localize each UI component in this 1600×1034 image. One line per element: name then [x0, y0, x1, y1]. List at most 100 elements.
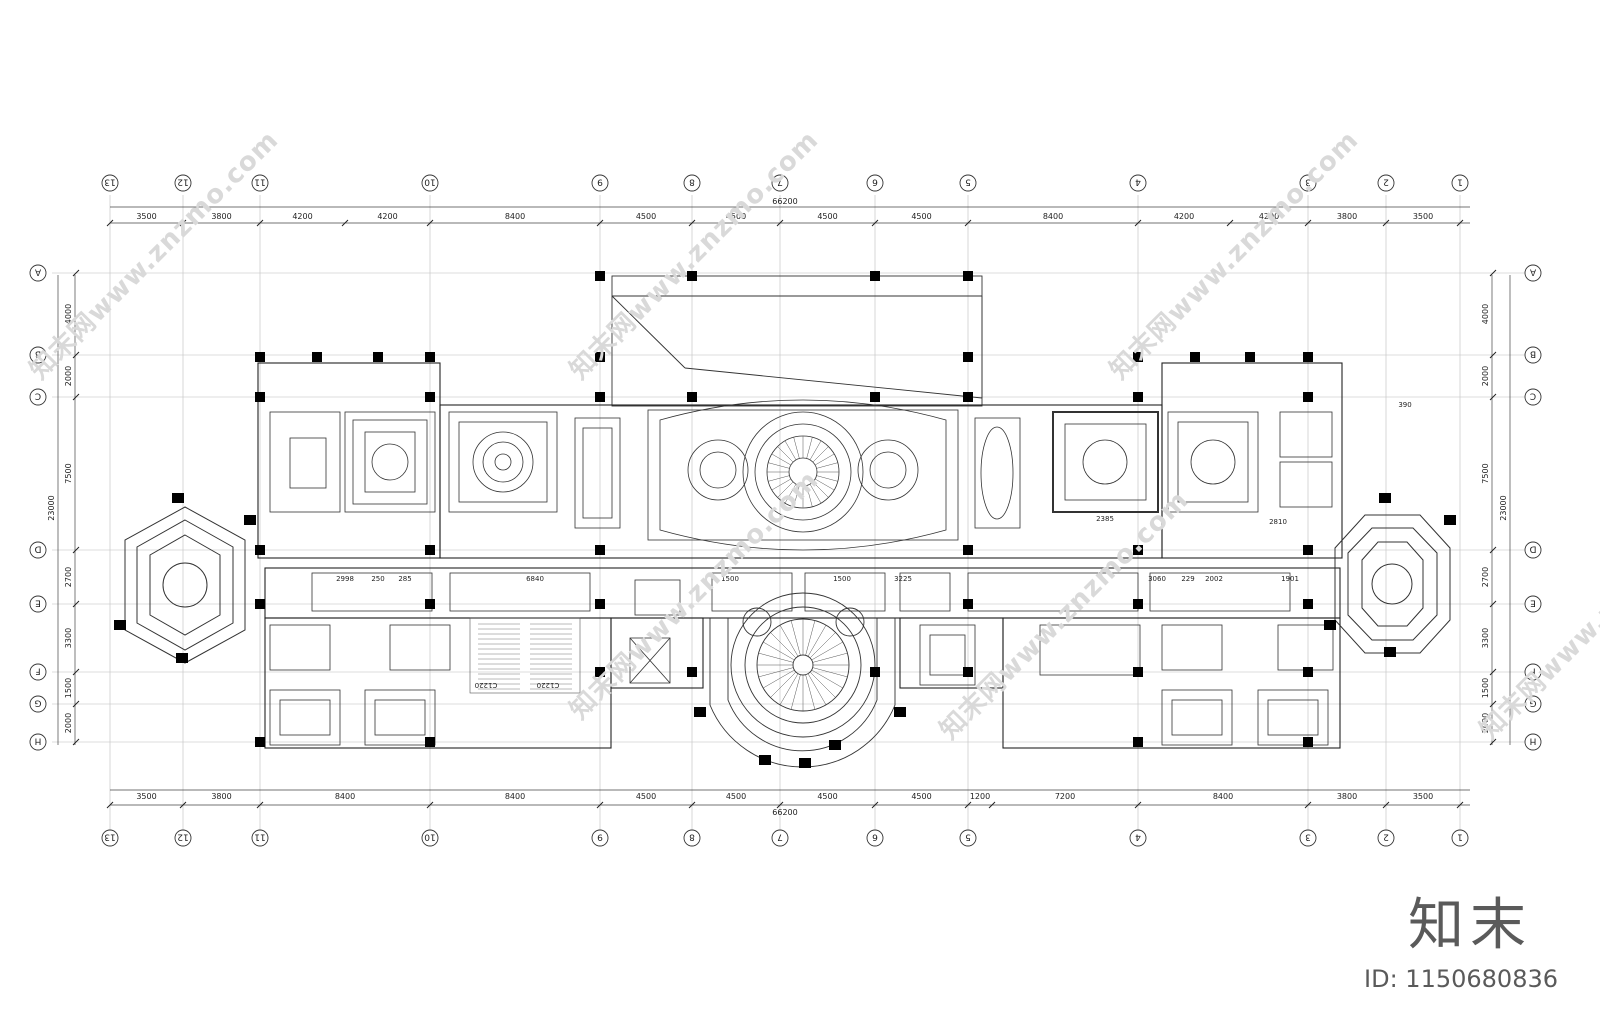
column-marker	[1245, 352, 1255, 362]
grid-bubble-bottom: 1	[1451, 829, 1469, 847]
grid-bubble-right: G	[1524, 695, 1542, 713]
grid-bubble-right: A	[1524, 264, 1542, 282]
grid-label: D	[1529, 544, 1536, 554]
column-marker	[963, 599, 973, 609]
grid-label: B	[1530, 349, 1536, 359]
dim-top-total: 66200	[772, 197, 797, 206]
dim-bottom-segment: 3500	[136, 792, 156, 801]
grid-bubble-top: 3	[1299, 174, 1317, 192]
corridor-dimension: 1901	[1281, 575, 1299, 583]
grid-label: 2	[1383, 832, 1389, 842]
grid-bubble-bottom: 5	[959, 829, 977, 847]
grid-label: D	[34, 544, 41, 554]
column-marker	[425, 392, 435, 402]
dim-left-segment: 4000	[64, 304, 73, 324]
dim-bottom-segment: 7200	[1055, 792, 1075, 801]
grid-label: E	[35, 598, 41, 608]
brand-logo: 知末	[1408, 893, 1532, 958]
grid-bubble-bottom: 7	[771, 829, 789, 847]
grid-label: F	[1530, 666, 1535, 676]
grid-label: 10	[424, 177, 436, 187]
dim-bottom-segment: 3800	[211, 792, 231, 801]
grid-bubble-right: C	[1524, 388, 1542, 406]
grid-label: A	[1529, 267, 1536, 277]
room-dimension: 390	[1398, 401, 1411, 409]
column-marker	[1303, 599, 1313, 609]
dimension-lines	[57, 206, 1511, 806]
dim-bottom-total: 66200	[772, 808, 797, 817]
column-marker	[963, 667, 973, 677]
column-marker	[963, 545, 973, 555]
grid-bubble-top: 4	[1129, 174, 1147, 192]
dim-top-segment: 4200	[377, 212, 397, 221]
grid-label: 7	[777, 177, 783, 187]
grid-label: 5	[965, 177, 971, 187]
column-marker	[172, 493, 184, 503]
dim-top-segment: 4200	[1259, 212, 1279, 221]
column-marker	[1190, 352, 1200, 362]
column-marker	[799, 758, 811, 768]
grid-label: B	[35, 349, 41, 359]
grid-bubble-bottom: 4	[1129, 829, 1147, 847]
column-marker	[255, 599, 265, 609]
grid-label: 4	[1135, 177, 1141, 187]
dim-top-segment: 8400	[1043, 212, 1063, 221]
column-marker	[894, 707, 906, 717]
grid-label: 11	[254, 177, 265, 187]
grid-bubble-left: D	[29, 541, 47, 559]
column-marker	[870, 667, 880, 677]
dim-top-segment: 3800	[1337, 212, 1357, 221]
pavilion-right	[1334, 514, 1451, 654]
grid-bubble-left: G	[29, 695, 47, 713]
dim-right-total: 23000	[1499, 495, 1508, 520]
column-marker	[1303, 667, 1313, 677]
grid-label: H	[1530, 736, 1537, 746]
dim-top-segment: 3800	[211, 212, 231, 221]
dim-bottom-segment: 4500	[726, 792, 746, 801]
corridor-dimension: 3225	[894, 575, 912, 583]
dim-top-segment: 8400	[505, 212, 525, 221]
grid-bubble-left: A	[29, 264, 47, 282]
column-marker	[687, 271, 697, 281]
room-ceilings	[269, 399, 1334, 746]
corridor-dimension: 285	[398, 575, 411, 583]
dim-top-segment: 4200	[292, 212, 312, 221]
column-marker	[687, 667, 697, 677]
dim-right-segment: 2700	[1481, 567, 1490, 587]
grid-bubble-top: 6	[866, 174, 884, 192]
grid-label: 5	[965, 832, 971, 842]
dim-bottom-segment: 3800	[1337, 792, 1357, 801]
column-marker	[963, 352, 973, 362]
column-marker	[1133, 352, 1143, 362]
column-marker	[1133, 667, 1143, 677]
grid-label: 1	[1457, 832, 1463, 842]
column-marker	[255, 392, 265, 402]
grid-label: E	[1530, 598, 1536, 608]
grid-bubble-top: 12	[174, 174, 192, 192]
grid-bubble-bottom: 2	[1377, 829, 1395, 847]
column-marker	[425, 599, 435, 609]
room-dimension: 2385	[1096, 515, 1114, 523]
corridor-dimension: 1500	[833, 575, 851, 583]
dim-top-segment: 4500	[817, 212, 837, 221]
column-marker	[595, 545, 605, 555]
grid-label: 3	[1305, 177, 1311, 187]
grid-label: 12	[177, 177, 188, 187]
grid-label: F	[35, 666, 40, 676]
grid-bubble-bottom: 3	[1299, 829, 1317, 847]
column-marker	[373, 352, 383, 362]
grid-label: G	[34, 698, 41, 708]
grid-bubble-bottom: 10	[421, 829, 439, 847]
grid-bubble-top: 13	[101, 174, 119, 192]
corridor-dimension: 3060	[1148, 575, 1166, 583]
column-marker	[244, 515, 256, 525]
grid-bubble-top: 10	[421, 174, 439, 192]
dim-top-segment: 4500	[911, 212, 931, 221]
grid-label: 6	[872, 832, 878, 842]
column-marker	[176, 653, 188, 663]
grid-bubble-bottom: 9	[591, 829, 609, 847]
column-marker	[759, 755, 771, 765]
grid-bubble-top: 1	[1451, 174, 1469, 192]
